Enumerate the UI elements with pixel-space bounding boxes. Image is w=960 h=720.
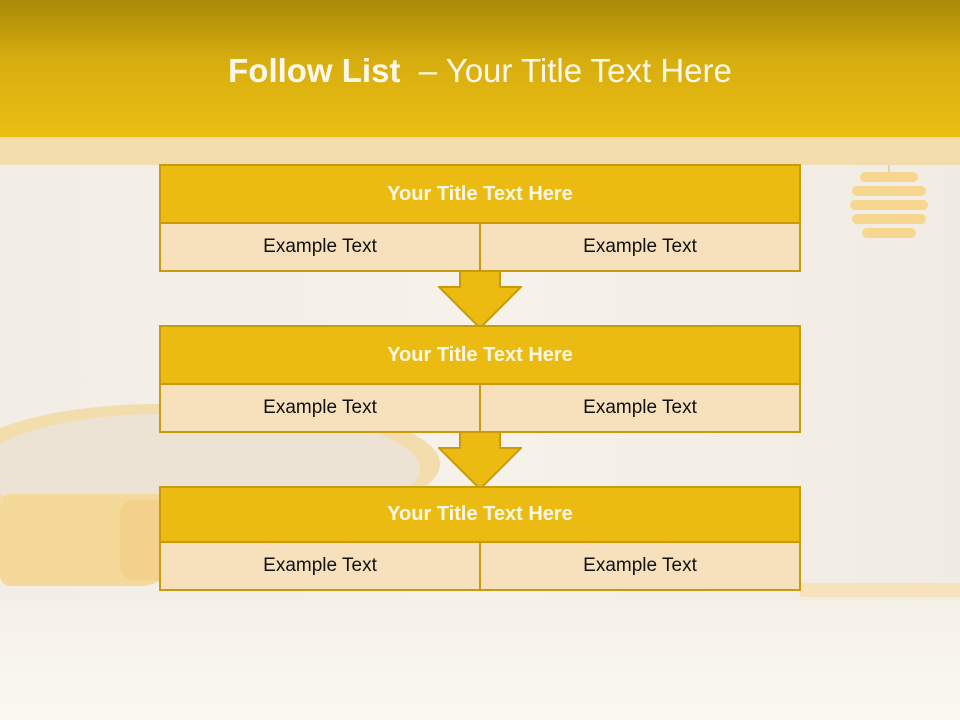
background-lamp xyxy=(850,168,928,240)
slide-title-rest: – Your Title Text Here xyxy=(400,52,732,89)
down-arrow-1 xyxy=(438,271,522,329)
step-cell-right: Example Text xyxy=(479,383,801,433)
step-cell-left: Example Text xyxy=(159,383,481,433)
step-title: Your Title Text Here xyxy=(159,164,801,224)
background-floor xyxy=(0,600,960,720)
background-baseboard xyxy=(800,583,960,597)
step-cell-left: Example Text xyxy=(159,541,481,591)
step-title: Your Title Text Here xyxy=(159,486,801,543)
header-band xyxy=(0,0,960,137)
header-stripe xyxy=(0,137,960,165)
slide-title-bold: Follow List xyxy=(228,52,401,89)
step-cell-left: Example Text xyxy=(159,222,481,272)
down-arrow-2 xyxy=(438,432,522,490)
step-cell-right: Example Text xyxy=(479,222,801,272)
step-title: Your Title Text Here xyxy=(159,325,801,385)
step-cell-right: Example Text xyxy=(479,541,801,591)
slide-title: Follow List – Your Title Text Here xyxy=(0,52,960,90)
